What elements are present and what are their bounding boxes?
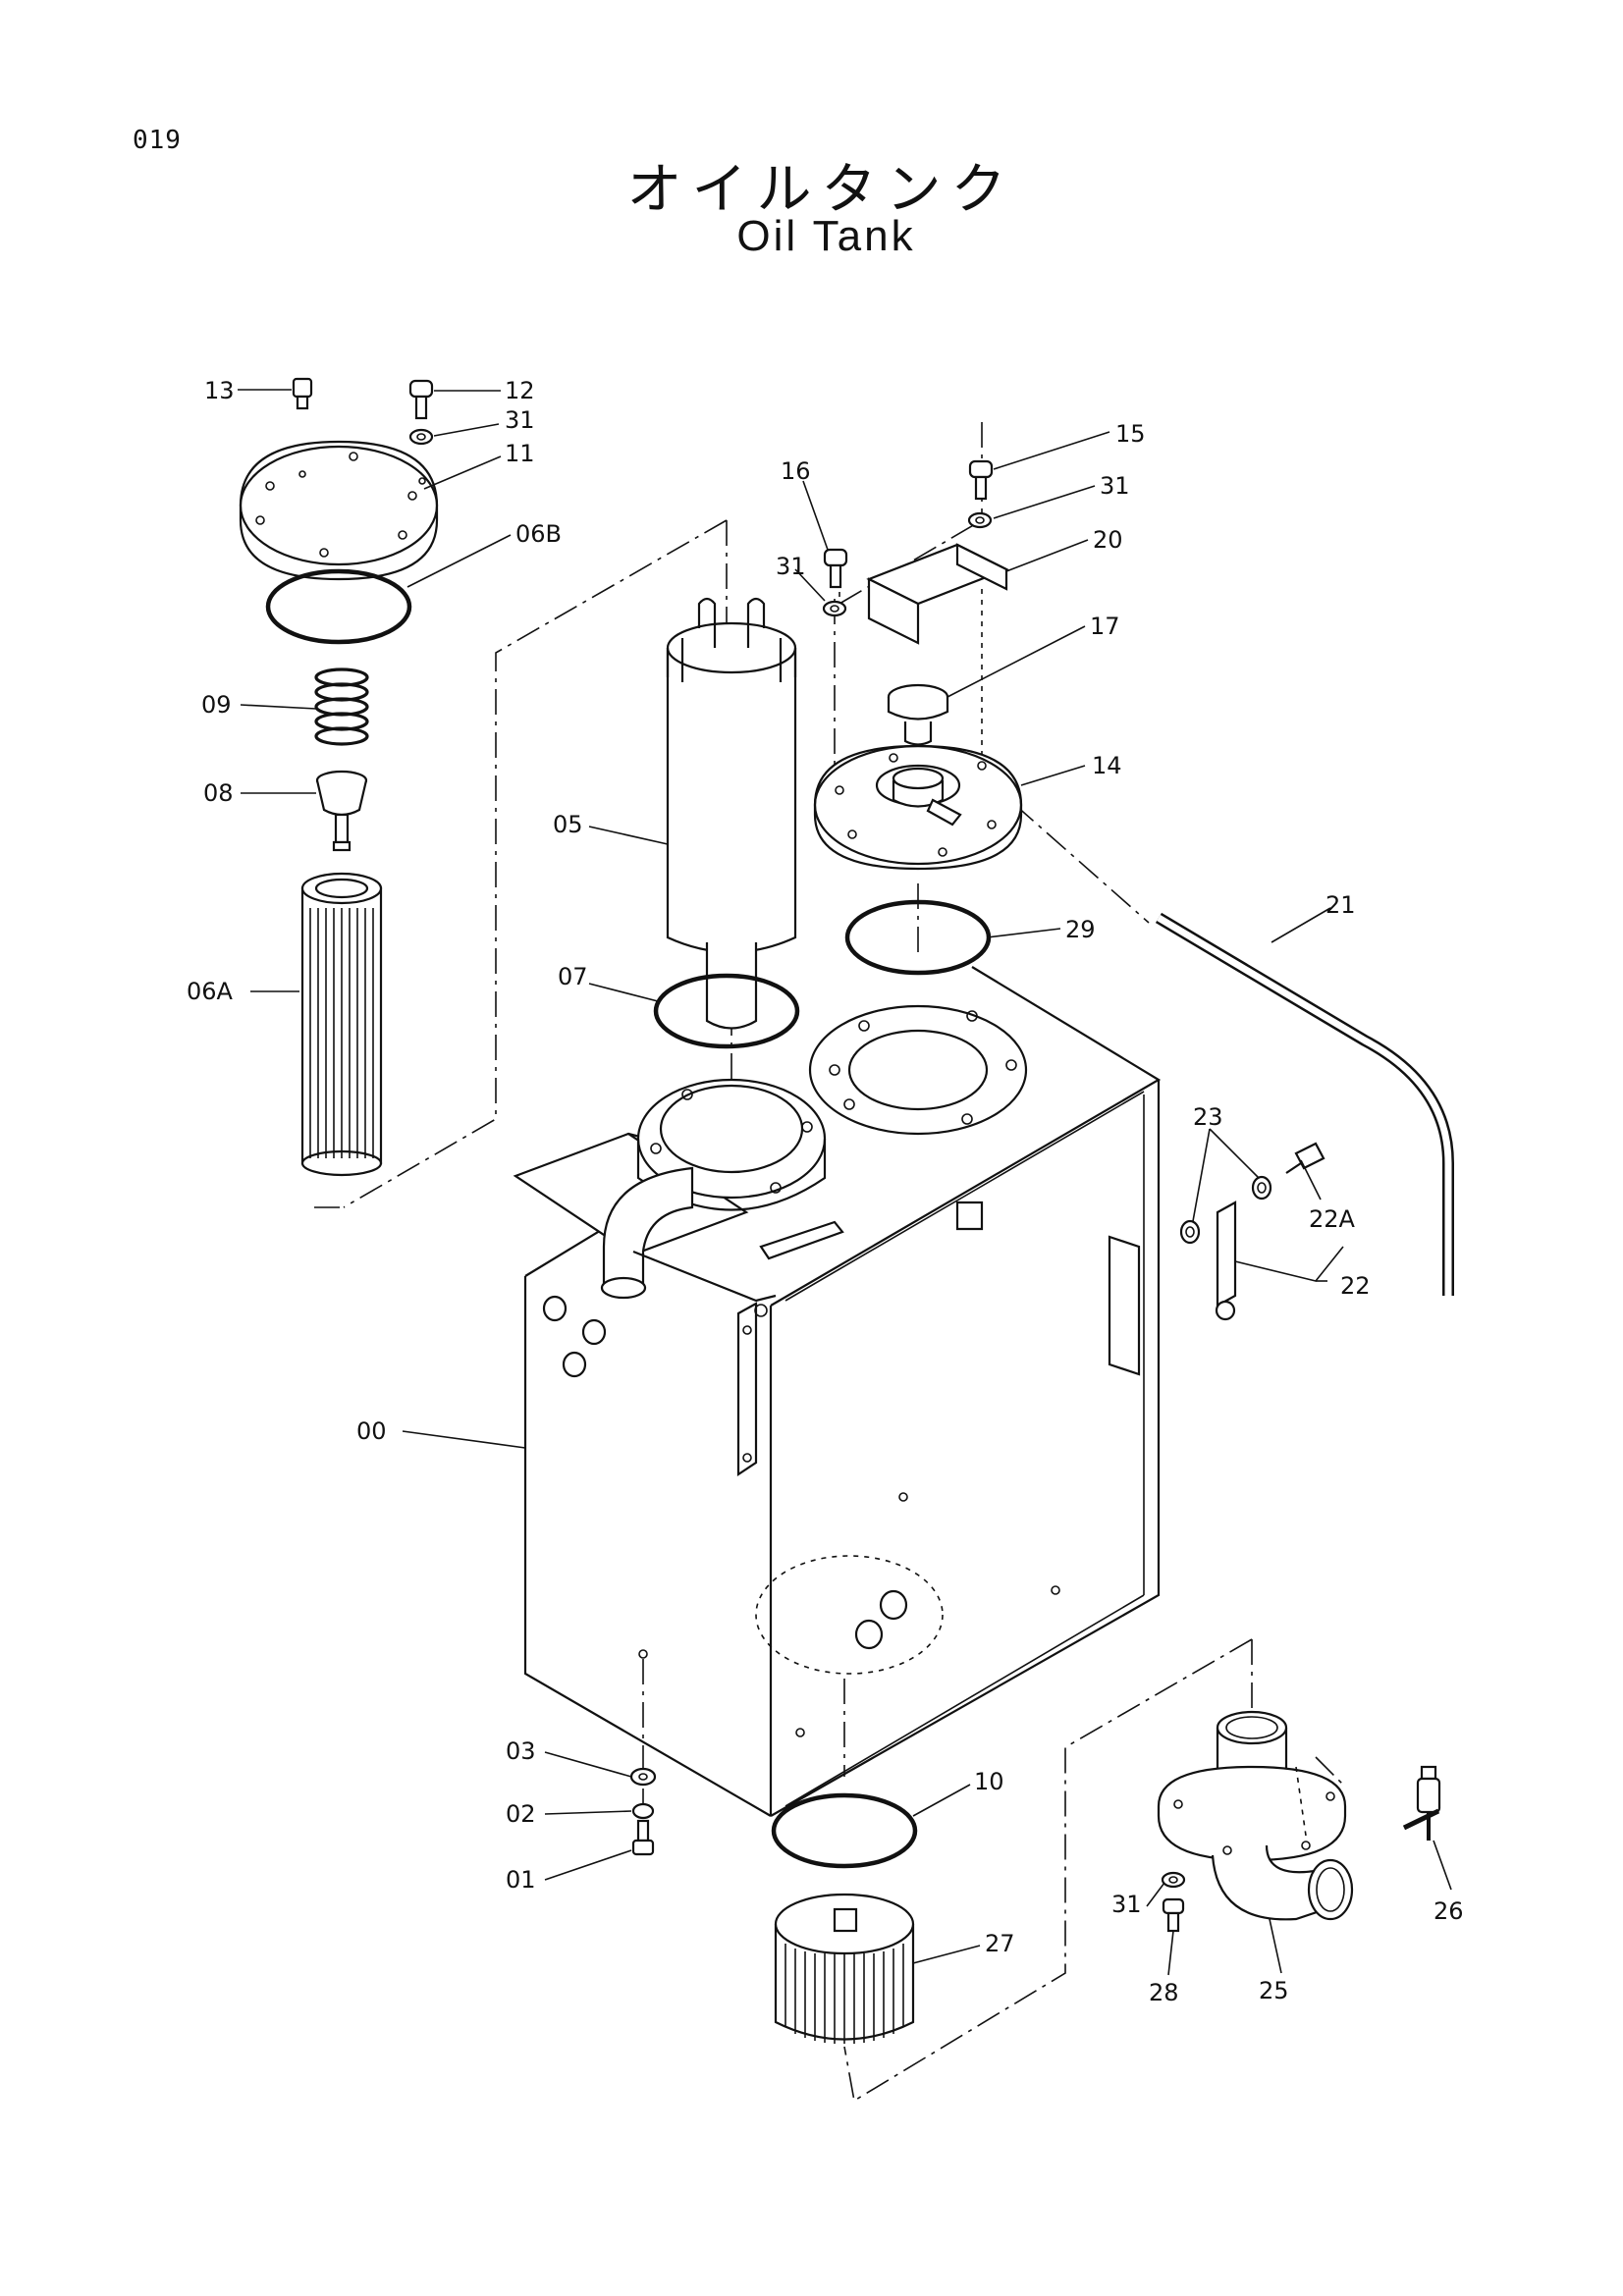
part-08-valve xyxy=(315,770,368,852)
part-17-cap xyxy=(887,683,949,746)
part-12-bolt xyxy=(408,379,434,446)
callout-29: 29 xyxy=(1065,916,1096,943)
callout-labels: 13 12 31 11 06B 09 08 06A 05 07 16 31 15… xyxy=(187,377,1464,2006)
part-16-bolt xyxy=(822,548,848,617)
leader-lines xyxy=(238,389,1452,1976)
callout-02: 02 xyxy=(506,1800,536,1828)
part-14-top-plate xyxy=(813,744,1023,871)
callout-06a: 06A xyxy=(187,978,234,1005)
callout-17: 17 xyxy=(1090,613,1120,640)
callout-01: 01 xyxy=(506,1866,536,1894)
callout-23: 23 xyxy=(1193,1103,1223,1131)
page-title-japanese: オイルタンク xyxy=(626,158,1016,222)
callout-26: 26 xyxy=(1434,1897,1464,1925)
callout-13: 13 xyxy=(204,377,235,404)
callout-31: 31 xyxy=(505,406,535,434)
part-27-suction-strainer xyxy=(774,1893,915,2044)
part-10-o-ring xyxy=(771,1792,918,1869)
callout-12: 12 xyxy=(505,377,535,404)
callout-28: 28 xyxy=(1149,1979,1179,2006)
tank-body xyxy=(513,966,1162,1817)
part-06a-filter-element xyxy=(300,872,383,1177)
callout-06b: 06B xyxy=(515,520,562,548)
callout-27: 27 xyxy=(985,1930,1015,1957)
callout-07: 07 xyxy=(558,963,588,990)
part-26-drain-cock xyxy=(1402,1765,1441,1841)
part-20-bracket xyxy=(866,543,1009,645)
part-05-strainer-basket xyxy=(666,597,797,1030)
callout-14: 14 xyxy=(1092,752,1122,779)
part-25-suction-elbow xyxy=(1157,1710,1354,1921)
callout-09: 09 xyxy=(201,691,232,719)
page-title-english: Oil Tank xyxy=(736,212,916,260)
callout-08: 08 xyxy=(203,779,234,807)
callout-31: 31 xyxy=(776,553,806,580)
part-13-plug xyxy=(292,377,313,410)
part-09-spring xyxy=(314,667,369,746)
callout-20: 20 xyxy=(1093,526,1123,554)
callout-25: 25 xyxy=(1259,1977,1289,2004)
part-07-o-ring xyxy=(653,973,800,1049)
callout-22a: 22A xyxy=(1309,1205,1356,1233)
part-03-02-01-drain-hardware xyxy=(629,1767,657,1856)
part-21-tube xyxy=(1155,912,1454,1296)
part-22-level-gauge xyxy=(1179,1142,1325,1321)
callout-31: 31 xyxy=(1111,1891,1142,1918)
part-06b-o-ring xyxy=(265,568,412,645)
callout-05: 05 xyxy=(553,811,583,838)
callout-00: 00 xyxy=(356,1417,387,1445)
part-15-bolt xyxy=(967,459,994,529)
page-number: 019 xyxy=(133,126,182,155)
part-31-28-bolt xyxy=(1161,1871,1186,1933)
callout-03: 03 xyxy=(506,1737,536,1765)
callout-11: 11 xyxy=(505,440,535,467)
callout-31: 31 xyxy=(1100,472,1130,500)
callout-16: 16 xyxy=(781,457,811,485)
callout-15: 15 xyxy=(1115,420,1146,448)
callout-22: 22 xyxy=(1340,1272,1371,1300)
part-11-cover-plate xyxy=(239,440,439,581)
callout-21: 21 xyxy=(1325,891,1356,919)
callout-10: 10 xyxy=(974,1768,1004,1795)
